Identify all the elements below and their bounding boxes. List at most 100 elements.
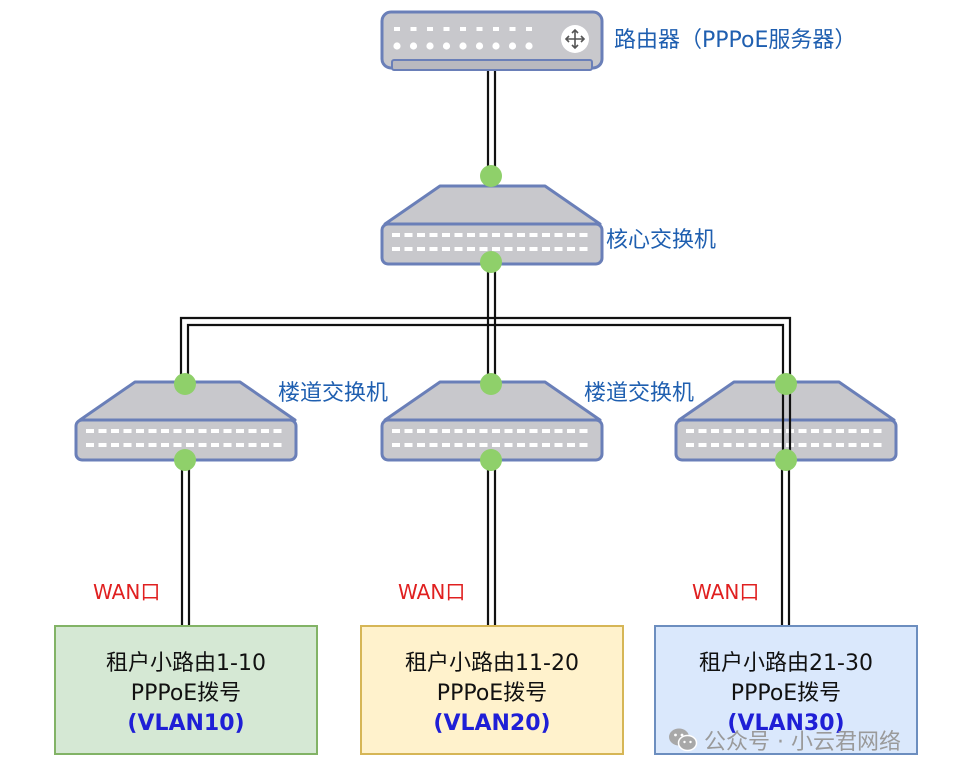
- switch-port: [736, 429, 744, 433]
- switch-port: [567, 247, 575, 251]
- switch-port: [211, 443, 219, 447]
- router-port: [393, 42, 401, 50]
- dot-floor3-bottom: [775, 449, 797, 471]
- wan-label-3: WAN口: [692, 580, 760, 604]
- router-port: [409, 42, 418, 50]
- switch-port: [686, 443, 694, 447]
- switch-port: [554, 247, 563, 251]
- watermark-text: 公众号 · 小云君网络: [704, 730, 901, 755]
- wechat-icon: [668, 727, 698, 759]
- tenant-box-3-line2: PPPoE拨号: [730, 681, 842, 706]
- switch-port: [392, 443, 400, 447]
- cable-overlay-switch-3: [781, 382, 792, 460]
- switch-port: [467, 443, 475, 447]
- switch-port: [454, 247, 463, 251]
- switch-port: [223, 429, 232, 433]
- switch-port: [567, 429, 575, 433]
- switch-port: [123, 443, 132, 447]
- wan-label-2: WAN口: [398, 580, 466, 604]
- switch-port: [417, 443, 425, 447]
- router-port-led: [394, 27, 400, 31]
- switch-port: [811, 429, 819, 433]
- switch-port: [173, 429, 182, 433]
- tenant-box-1: 租户小路由1-10 PPPoE拨号 (VLAN10): [54, 625, 318, 755]
- router-port: [492, 42, 500, 50]
- switch-port: [454, 233, 463, 237]
- switch-port: [836, 443, 844, 447]
- switch-port: [529, 429, 538, 433]
- router-port-led: [460, 27, 466, 31]
- switch-port: [392, 247, 400, 251]
- switch-port: [492, 247, 500, 251]
- router-port: [442, 42, 451, 50]
- router-port-led: [410, 27, 417, 31]
- switch-port: [492, 443, 500, 447]
- connection-dots: [174, 165, 797, 471]
- switch-port: [848, 429, 857, 433]
- switch-port: [136, 443, 144, 447]
- switch-port: [542, 233, 550, 237]
- switch-port: [542, 429, 550, 433]
- switch-port: [173, 443, 182, 447]
- switch-port: [98, 443, 107, 447]
- switch-port: [517, 429, 525, 433]
- switch-port: [504, 429, 513, 433]
- floor-switch-2: [380, 380, 604, 462]
- tenant-box-1-line1: 租户小路由1-10: [106, 651, 266, 676]
- switch-port: [417, 429, 425, 433]
- switch-port: [261, 429, 269, 433]
- switch-port: [873, 443, 882, 447]
- switch-port: [748, 443, 757, 447]
- switch-port: [442, 429, 450, 433]
- switch-port: [479, 247, 488, 251]
- router-port: [459, 42, 467, 50]
- router-port-led: [509, 27, 516, 31]
- switch-port: [223, 443, 232, 447]
- switch-port: [429, 429, 438, 433]
- switch-port: [86, 443, 94, 447]
- switch-port: [404, 443, 413, 447]
- switch-port: [86, 429, 94, 433]
- router-port: [525, 42, 533, 50]
- switch-port: [723, 443, 732, 447]
- router-port-led: [427, 27, 433, 31]
- switch-port: [392, 233, 400, 237]
- router-port-led: [443, 27, 450, 31]
- switch-port: [861, 443, 869, 447]
- switch-port: [504, 233, 513, 237]
- tenant-box-2-line1: 租户小路由11-20: [405, 651, 579, 676]
- switch-port: [579, 429, 588, 433]
- switch-port: [161, 443, 169, 447]
- switch-port: [823, 429, 832, 433]
- floor-switch-3: [674, 380, 898, 462]
- switch-port: [723, 429, 732, 433]
- switch-port: [429, 247, 438, 251]
- switch-port: [467, 233, 475, 237]
- switch-port: [404, 247, 413, 251]
- switch-port: [811, 443, 819, 447]
- switch-port: [467, 429, 475, 433]
- switch-port: [517, 443, 525, 447]
- dot-floor1-top: [174, 373, 196, 395]
- switch-port: [711, 429, 719, 433]
- switch-port: [442, 233, 450, 237]
- switch-port: [554, 233, 563, 237]
- dot-core-top: [480, 165, 502, 187]
- switch-port: [529, 443, 538, 447]
- cable-floor-to-tenants: [180, 460, 791, 626]
- switch-port: [579, 233, 588, 237]
- floor-switch-label-1: 楼道交换机: [278, 381, 389, 406]
- floor-switch-1: [74, 380, 298, 462]
- switch-port: [236, 443, 244, 447]
- switch-port: [711, 443, 719, 447]
- switch-port: [529, 233, 538, 237]
- switch-port: [198, 443, 207, 447]
- switch-port: [698, 429, 707, 433]
- switch-port: [273, 429, 282, 433]
- dot-core-bottom: [480, 251, 502, 273]
- switch-port: [492, 429, 500, 433]
- switch-port: [148, 443, 157, 447]
- switch-port: [136, 429, 144, 433]
- switch-port: [836, 429, 844, 433]
